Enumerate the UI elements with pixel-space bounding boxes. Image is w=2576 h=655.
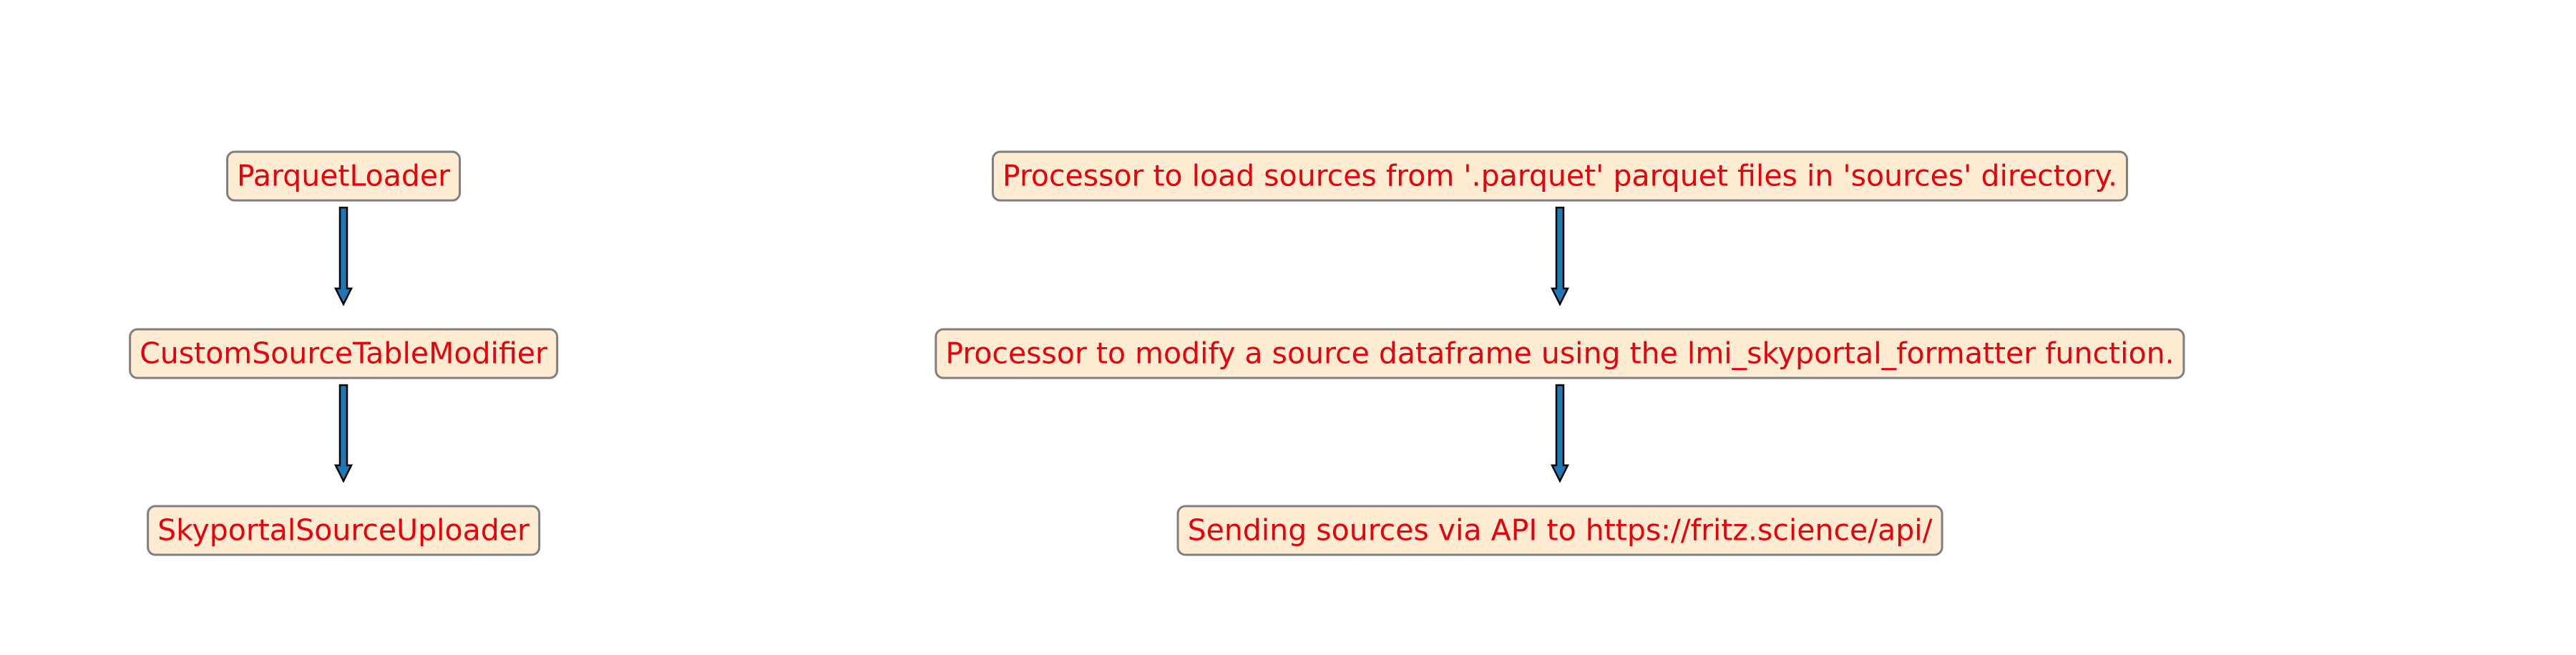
- node-custom-source-table-modifier: CustomSourceTableModifier: [129, 328, 558, 379]
- node-desc-modifier: Processor to modify a source dataframe u…: [935, 328, 2185, 379]
- arrow-desc-modifier-to-desc-uploader: [1550, 384, 1570, 483]
- node-desc-uploader: Sending sources via API to https://fritz…: [1176, 505, 1943, 556]
- arrow-desc-loader-to-desc-modifier: [1550, 206, 1570, 306]
- node-parquet-loader: ParquetLoader: [226, 150, 461, 202]
- node-skyportal-source-uploader: SkyportalSourceUploader: [147, 505, 540, 556]
- arrow-modifier-to-uploader: [333, 384, 353, 483]
- node-desc-loader: Processor to load sources from '.parquet…: [991, 150, 2129, 202]
- arrow-loader-to-modifier: [333, 206, 353, 306]
